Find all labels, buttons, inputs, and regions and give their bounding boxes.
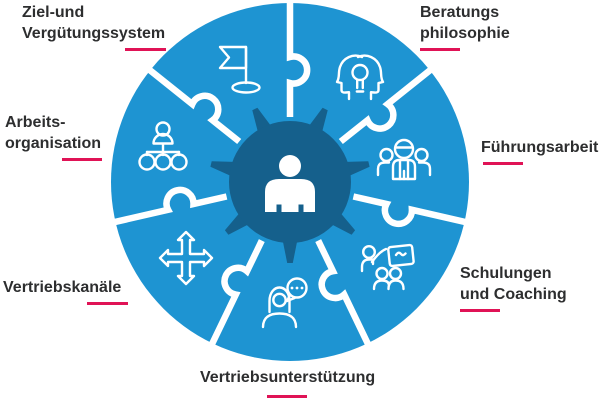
puzzle-separator [338,66,434,145]
label-underline [87,302,128,305]
puzzle-separator [112,186,228,226]
label-line: und Coaching [460,286,567,303]
two-heads-icon [335,54,385,101]
label-line: philosophie [420,25,510,42]
label-line: Vertriebsunterstützung [200,369,376,386]
label-arbeitsorganisation: Arbeits- organisation [5,112,102,161]
puzzle-separator [352,193,468,228]
label-beratungsphilosophie: Beratungs philosophie [420,2,510,51]
goal-flag-icon [218,45,261,94]
label-line: Vergütungssystem [22,25,166,42]
org-chart-icon [138,121,188,171]
label-line: Schulungen [460,265,552,282]
label-line: Vertriebskanäle [3,279,122,296]
label-line: Arbeits- [5,114,66,131]
label-line: organisation [5,135,102,152]
label-underline [483,162,523,165]
team-leader-icon [376,138,432,181]
training-presentation-icon [360,243,415,291]
puzzle-separators [112,1,468,347]
puzzle-separator [286,1,311,117]
label-underline [267,395,307,398]
person-icon [265,155,315,213]
label-fuehrungsarbeit: Führungsarbeit [481,137,598,165]
label-line: Ziel-und [22,4,85,21]
puzzle-separator [208,239,265,347]
puzzle-separator [146,66,242,145]
label-ziel-und-verguetungssystem: Ziel-und Vergütungssystem [22,2,166,51]
label-underline [62,158,102,161]
label-schulungen-und-coaching: Schulungen und Coaching [460,263,567,312]
label-underline [125,48,166,51]
four-way-arrows-icon [158,230,214,286]
label-underline [460,309,500,312]
label-vertriebskanaele: Vertriebskanäle [3,277,128,305]
label-line: Beratungs [420,4,500,21]
support-chat-icon [261,277,308,329]
label-underline [420,48,460,51]
label-vertriebsunterstuetzung: Vertriebsunterstützung [200,367,375,398]
hub-connector [282,237,298,263]
puzzle-separator [315,239,372,347]
label-line: Führungsarbeit [481,139,599,156]
